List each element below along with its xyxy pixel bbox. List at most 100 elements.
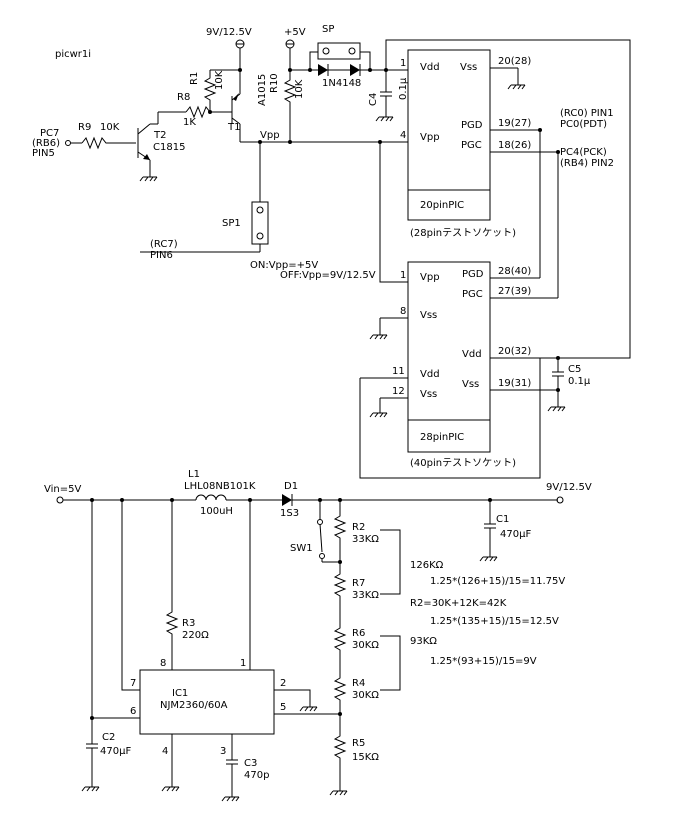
t2-label: T2 [153, 130, 166, 141]
c4-label: C4 [368, 93, 379, 106]
ic1-regulator [139, 669, 275, 735]
ic28-name: 28pinPIC [420, 432, 464, 443]
r5-resistor [333, 714, 347, 786]
pc7-label: PC7 [40, 128, 59, 139]
note-r2: R2=30K+12K=42K [410, 598, 507, 609]
r7-label: R7 [352, 578, 365, 589]
sp-jumper [309, 42, 371, 70]
r2-resistor [333, 500, 347, 562]
r1-value: 10K [214, 70, 225, 90]
ic20-pin-pgc: 18(26) [498, 140, 531, 151]
ic1-label: IC1 [172, 688, 188, 699]
r10-resistor [283, 70, 297, 142]
pgc-label-a: PC4(PCK) [560, 147, 607, 158]
ic1-pin2: 2 [280, 678, 286, 689]
ic28-pin-vss12: 12 [392, 386, 405, 397]
r5-value: 15KΩ [352, 752, 379, 763]
vcc-rail-label: +5V [284, 27, 306, 38]
ic-28pin-pic [407, 261, 491, 453]
c1-label: C1 [496, 514, 509, 525]
ic1-pin4: 4 [162, 746, 168, 757]
r3-value: 220Ω [182, 630, 209, 641]
vpp-node-label: Vpp [260, 130, 280, 141]
diode-1n4148-b [350, 64, 361, 76]
ic20-vpp: Vpp [420, 132, 440, 143]
pin6-label: PIN6 [150, 250, 173, 261]
vpp-rail-label: 9V/12.5V [206, 27, 252, 38]
l1-part: LHL08NB101K [184, 481, 256, 492]
c3-value: 470p [244, 770, 269, 781]
ic28-pin-vpp: 1 [400, 270, 406, 281]
t2-part: C1815 [153, 142, 185, 153]
c2-value: 470μF [100, 746, 131, 757]
ic28-vdd11: Vdd [420, 369, 440, 380]
ic28-vpp: Vpp [420, 272, 440, 283]
ic20-pin-vpp: 4 [400, 130, 406, 141]
c1-value: 470μF [500, 529, 531, 540]
t1-part: A1015 [257, 74, 268, 106]
ic28-vdd: Vdd [462, 349, 482, 360]
sp1-label: SP1 [222, 218, 241, 229]
ic1-pin8: 8 [160, 658, 166, 669]
d1-diode [282, 494, 292, 506]
diagram-title: picwr1i [55, 49, 91, 60]
ic1-pin7: 7 [130, 678, 136, 689]
d1-label: D1 [284, 481, 298, 492]
r9-label: R9 [78, 122, 91, 133]
ic20-pin-vdd: 1 [400, 58, 406, 69]
r6-resistor [333, 620, 347, 672]
sp1-jumper [251, 201, 269, 245]
ic28-pgc: PGC [462, 289, 483, 300]
rc7-label: (RC7) [150, 239, 178, 250]
sw1-switch [317, 500, 340, 563]
ic28-pin-vss8: 8 [400, 306, 406, 317]
r4-value: 30KΩ [352, 690, 379, 701]
note-93k: 93KΩ [410, 636, 437, 647]
c2-label: C2 [102, 732, 115, 743]
ic1-pin1: 1 [240, 658, 246, 669]
t1-transistor [231, 70, 241, 142]
l1-inductor [195, 494, 227, 501]
ic28-pin-pgc: 27(39) [498, 286, 531, 297]
r10-value: 10K [294, 79, 305, 99]
r7-resistor [333, 562, 347, 620]
ic20-caption: (28pinテストソケット) [410, 227, 516, 239]
note-1175v: 1.25*(126+15)/15=11.75V [430, 576, 565, 587]
diode-1n4148-a [318, 64, 329, 76]
ic28-caption: (40pinテストソケット) [410, 457, 516, 469]
ic28-pgd: PGD [462, 269, 484, 280]
note-125v: 1.25*(135+15)/15=12.5V [430, 616, 559, 627]
vcc-rail-terminal [285, 39, 295, 70]
diode-label: 1N4148 [322, 78, 361, 89]
ic28-pin-pgd: 28(40) [498, 266, 531, 277]
r8-label: R8 [177, 92, 190, 103]
c3-label: C3 [244, 758, 257, 769]
r6-value: 30KΩ [352, 640, 379, 651]
r8-value: 1K [183, 117, 196, 128]
r1-resistor [203, 70, 217, 112]
note-126k: 126KΩ [410, 560, 444, 571]
r4-resistor [333, 672, 347, 714]
ic28-vss8: Vss [420, 310, 437, 321]
l1-value: 100uH [200, 506, 233, 517]
r2-value: 33KΩ [352, 534, 379, 545]
ic28-vss12: Vss [420, 389, 437, 400]
note-9v: 1.25*(93+15)/15=9V [430, 656, 537, 667]
vpp-rail-terminal [235, 39, 245, 70]
t2-transistor [137, 112, 159, 172]
ic28-pin-vdd: 20(32) [498, 346, 531, 357]
ic28-pin-vdd11: 11 [392, 366, 405, 377]
c5-label: C5 [568, 364, 581, 375]
ic20-pin-pgd: 19(27) [498, 118, 531, 129]
r2-label: R2 [352, 522, 365, 533]
ic28-pin-vss: 19(31) [498, 378, 531, 389]
r9-resistor [81, 136, 136, 150]
sw1-label: SW1 [290, 543, 313, 554]
ic20-pgd: PGD [461, 120, 483, 131]
ic20-vss: Vss [460, 62, 477, 73]
d1-part: 1S3 [280, 508, 299, 519]
t1-label: T1 [227, 122, 240, 133]
pgd-label-b: PC0(PDT) [560, 119, 607, 130]
r10-label: R10 [269, 73, 280, 93]
